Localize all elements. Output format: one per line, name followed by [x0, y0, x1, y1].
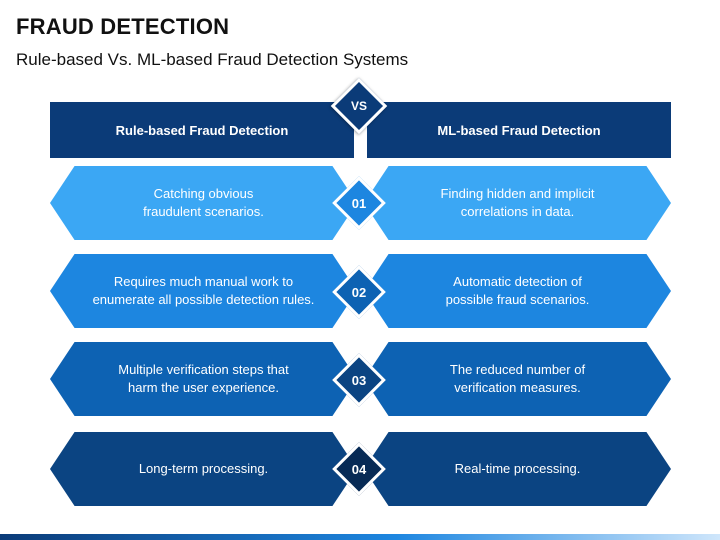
header-rule-based: Rule-based Fraud Detection: [50, 102, 354, 158]
row-2-rule-based-text: Requires much manual work to enumerate a…: [92, 273, 315, 307]
row-1-rule-based-text: Catching obvious fraudulent scenarios.: [143, 185, 264, 219]
page-title: FRAUD DETECTION: [16, 14, 230, 39]
row-4-ml-based-text: Real-time processing.: [454, 460, 581, 476]
row-1-number: 01: [351, 195, 367, 211]
row-3-number: 03: [351, 372, 367, 388]
row-3-ml-based-text: The reduced number of verification measu…: [449, 361, 586, 395]
row-3-rule-based-cell: Multiple verification steps that harm th…: [50, 342, 357, 416]
row-1-ml-based-cell: Finding hidden and implicit correlations…: [364, 166, 671, 240]
row-2-rule-based-cell: Requires much manual work to enumerate a…: [50, 254, 357, 328]
row-2-ml-based-cell: Automatic detection of possible fraud sc…: [364, 254, 671, 328]
row-4-ml-based-cell: Real-time processing.: [364, 432, 671, 506]
row-4-rule-based-cell: Long-term processing.: [50, 432, 357, 506]
row-4-number: 04: [351, 461, 367, 477]
row-1-rule-based-cell: Catching obvious fraudulent scenarios.: [50, 166, 357, 240]
row-3-ml-based-cell: The reduced number of verification measu…: [364, 342, 671, 416]
vs-label: VS: [350, 99, 367, 113]
row-1-ml-based-text: Finding hidden and implicit correlations…: [440, 185, 595, 219]
bottom-accent-bar: [0, 534, 720, 540]
row-3-rule-based-text: Multiple verification steps that harm th…: [118, 361, 289, 395]
page-subtitle: Rule-based Vs. ML-based Fraud Detection …: [16, 50, 409, 69]
row-2-ml-based-text: Automatic detection of possible fraud sc…: [445, 273, 590, 307]
header-ml-based: ML-based Fraud Detection: [367, 102, 671, 158]
row-2-number: 02: [351, 284, 367, 300]
row-4-rule-based-text: Long-term processing.: [138, 460, 269, 476]
